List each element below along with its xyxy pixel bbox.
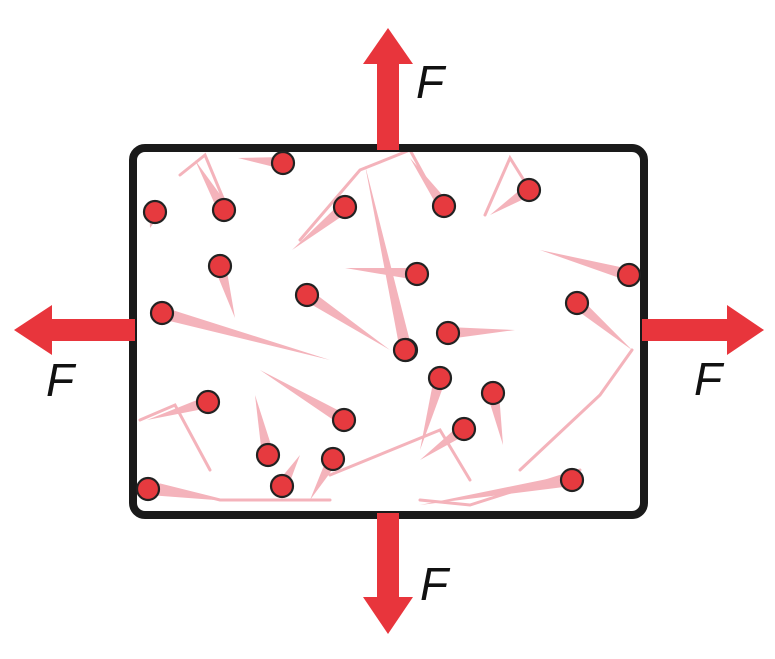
particle-trail [420, 376, 446, 450]
force-arrow-down [363, 513, 413, 634]
gas-particle [564, 290, 590, 316]
gas-particle [207, 253, 233, 279]
gas-particle [270, 150, 296, 176]
gas-particle [616, 262, 642, 288]
gas-particle [451, 416, 477, 442]
particle-trail [345, 268, 418, 280]
particle-trail [365, 165, 412, 352]
particle-trail [260, 370, 348, 426]
particle-trail [420, 474, 573, 505]
gas-particle [431, 193, 457, 219]
gas-particle [149, 300, 175, 326]
gas-particle [516, 177, 542, 203]
gas-particle [427, 365, 453, 391]
rebound-trail [178, 152, 232, 217]
force-label-up: F [416, 56, 447, 108]
force-label-left: F [46, 354, 77, 406]
particle-trail [160, 307, 330, 360]
gas-particle [135, 476, 161, 502]
gas-particle [269, 473, 295, 499]
gas-particle [435, 320, 461, 346]
gas-particle [392, 337, 418, 363]
gas-particle [331, 407, 357, 433]
particle-trail [255, 395, 274, 457]
gas-particle [404, 261, 430, 287]
gas-particles [135, 150, 642, 502]
gas-particle [332, 194, 358, 220]
gas-particle [255, 442, 281, 468]
rebound-trail [518, 348, 634, 472]
particle-trail [540, 250, 631, 281]
rebound-trail [328, 428, 472, 482]
force-arrow-up [363, 28, 413, 150]
gas-particle [559, 467, 585, 493]
gas-particle [195, 389, 221, 415]
gas-particle [294, 282, 320, 308]
gas-particle [142, 199, 168, 225]
rebound-trail [418, 468, 582, 507]
gas-particle [211, 197, 237, 223]
force-arrow-left [14, 305, 135, 355]
rebound-trail [158, 483, 332, 502]
particle-trails [138, 148, 634, 507]
force-arrow-right [642, 305, 764, 355]
particle-trail [292, 202, 349, 250]
rebound-trail [138, 403, 212, 472]
particle-trail [573, 298, 632, 350]
gas-particle [320, 446, 346, 472]
particle-trail [303, 289, 390, 350]
gas-container [129, 144, 648, 519]
gas-particle [480, 380, 506, 406]
force-label-down: F [420, 558, 451, 610]
particle-trail [447, 327, 515, 339]
particle-trail [487, 391, 503, 445]
force-label-right: F [694, 353, 725, 405]
rebound-trail [298, 148, 442, 242]
